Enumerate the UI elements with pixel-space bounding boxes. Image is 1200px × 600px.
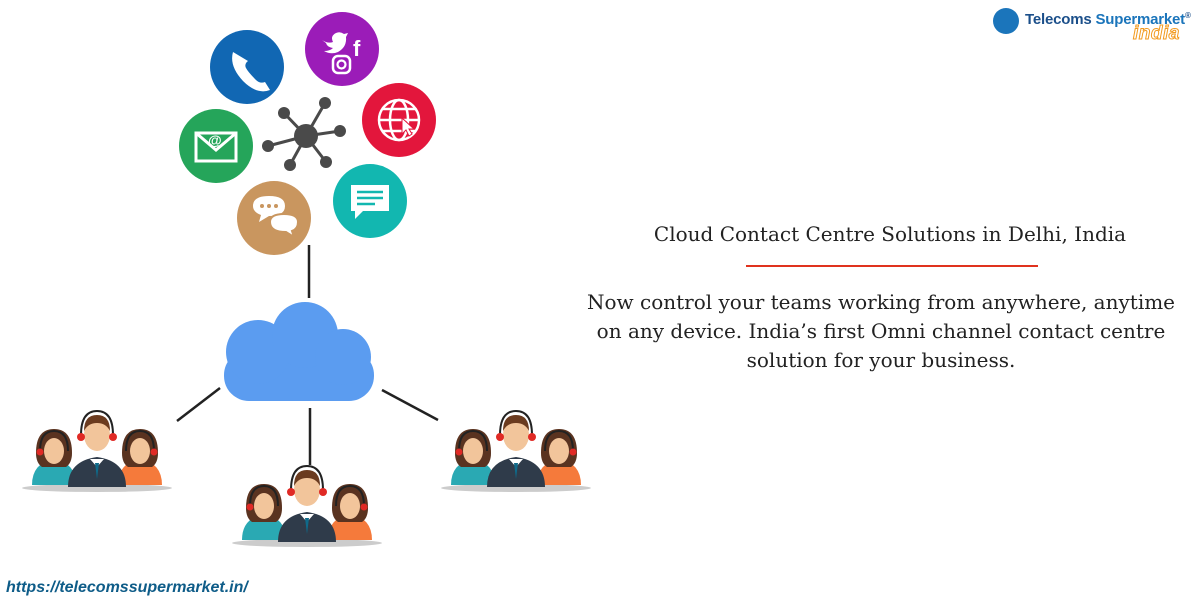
social-media-icon: f [305,12,379,86]
body-text: Now control your teams working from anyw… [586,290,1176,372]
agent-team-left [21,410,173,493]
agent-team-center [231,465,383,548]
email-icon: @ [179,109,253,183]
brand-trademark: ® [1184,11,1191,20]
headline-divider [746,265,1038,267]
brand-logo: Telecoms Supermarket® india [993,7,1193,47]
message-icon [333,164,407,238]
agent-team-right [440,410,592,493]
contact-centre-illustration: f @ [21,12,592,548]
cloud-icon [224,302,374,401]
brand-name-part1: Telecoms [1025,11,1096,28]
brand-sub: india [1133,23,1180,45]
brand-name-part2: Supermarket [1095,11,1185,28]
website-link[interactable]: https://telecomssupermarket.in/ [6,579,248,596]
brand-name: Telecoms Supermarket® [1025,11,1191,28]
web-icon [362,83,436,157]
network-hub-icon [262,97,346,171]
phone-icon [210,30,284,104]
chat-icon [237,181,311,255]
svg-text:@: @ [208,132,222,148]
svg-text:f: f [353,36,361,61]
headline: Cloud Contact Centre Solutions in Delhi,… [653,222,1127,246]
brand-logo-icon [993,8,1019,34]
